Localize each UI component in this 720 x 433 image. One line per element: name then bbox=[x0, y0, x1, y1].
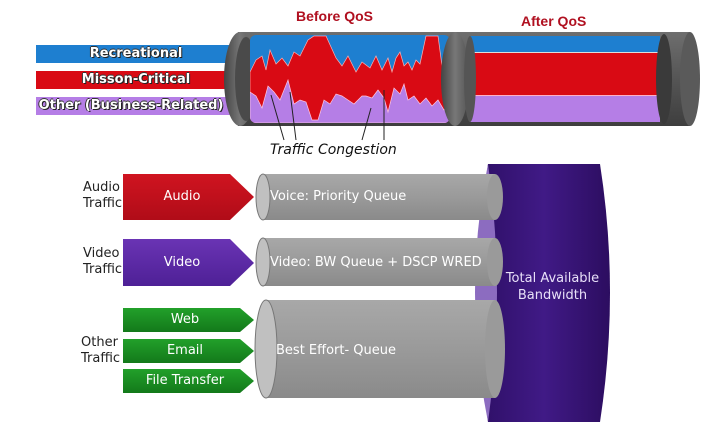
video-queue-label: Video: BW Queue + DSCP WRED bbox=[270, 255, 482, 270]
audio-traffic-label-line1: Audio bbox=[83, 180, 120, 195]
other-traffic-label-line1: Other bbox=[81, 335, 118, 350]
after-qos-title: After QoS bbox=[521, 13, 587, 29]
audio-arrow-label: Audio bbox=[163, 189, 201, 204]
total-bandwidth-label: Total Available Bandwidth bbox=[495, 270, 610, 304]
traffic-congestion-annotation: Traffic Congestion bbox=[270, 142, 397, 158]
video-traffic-label: Video Traffic bbox=[83, 246, 122, 278]
audio-traffic-label-line2: Traffic bbox=[83, 196, 123, 211]
best-effort-queue-label: Best Effort- Queue bbox=[276, 343, 397, 358]
band-label-other: Other (Business-Related) bbox=[38, 98, 224, 113]
incoming-bands bbox=[36, 45, 236, 115]
video-traffic-label-line1: Video bbox=[83, 246, 120, 261]
email-arrow-label: Email bbox=[166, 343, 204, 358]
band-label-mission-critical: Misson-Critical bbox=[81, 72, 191, 87]
queue-diagram-graphic bbox=[123, 164, 610, 422]
qos-pipe-graphic bbox=[36, 32, 700, 141]
before-qos-title: Before QoS bbox=[296, 8, 374, 24]
band-label-recreational: Recreational bbox=[89, 46, 183, 61]
total-bandwidth-label-line1: Total Available bbox=[505, 271, 600, 286]
video-arrow-label: Video bbox=[163, 255, 201, 270]
audio-traffic-label: Audio Traffic bbox=[83, 180, 122, 212]
other-traffic-label: Other Traffic bbox=[81, 335, 120, 367]
video-traffic-label-line2: Traffic bbox=[83, 262, 123, 277]
voice-queue-label: Voice: Priority Queue bbox=[270, 189, 407, 204]
other-traffic-label-line2: Traffic bbox=[81, 351, 121, 366]
web-arrow-label: Web bbox=[170, 312, 200, 327]
file-transfer-arrow-label: File Transfer bbox=[145, 373, 225, 388]
total-bandwidth-label-line2: Bandwidth bbox=[517, 288, 588, 303]
